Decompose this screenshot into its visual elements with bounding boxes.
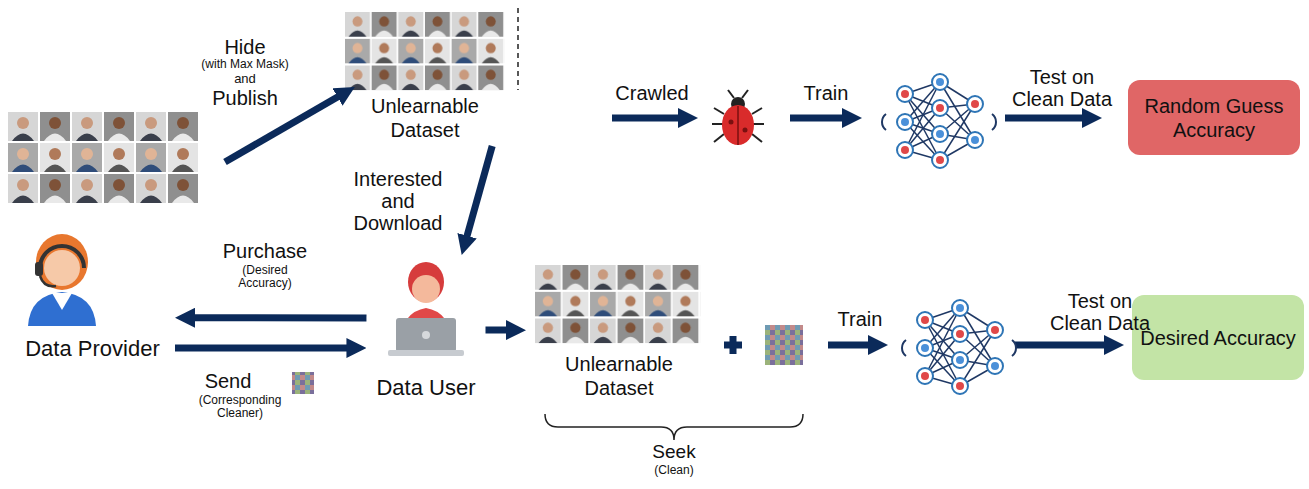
unlearnable-photo-grid [345, 12, 505, 90]
flow-arrow [466, 146, 492, 240]
neural-network-icon [882, 74, 996, 168]
edge-label: Purchase [210, 240, 320, 262]
seek-bracket [545, 414, 803, 440]
annotation-text: (Corresponding Cleaner) [190, 394, 290, 420]
edge-label: Send [183, 370, 273, 392]
source-photo-grid [8, 112, 200, 203]
annotation-text: (with Max Mask) [185, 58, 305, 71]
node-label: Unlearnable Dataset [532, 352, 706, 400]
node-label: Desired Accuracy [1140, 326, 1296, 350]
node-label: Data Provider [25, 336, 160, 362]
node-label: Data User [376, 375, 475, 401]
edge-label: Interested and Download [348, 168, 448, 234]
flow-arrow [191, 314, 366, 321]
annotation-text: (Clean) [629, 464, 719, 477]
divider-line [517, 8, 519, 90]
neural-network-icon [902, 300, 1016, 394]
node-label: Random Guess Accuracy [1134, 94, 1294, 142]
node-label: Unlearnable Dataset [347, 94, 503, 142]
annotation-text: (Desired Accuracy) [230, 264, 300, 290]
annotation-text: Crawled [597, 82, 707, 104]
figure-node: Data User [366, 255, 485, 405]
test-arrow [1015, 342, 1108, 349]
train-arrow [790, 115, 846, 122]
flow-arrow [486, 327, 510, 334]
flow-arrow [175, 345, 350, 352]
annotation-text: and [185, 72, 305, 86]
result-box: Desired Accuracy [1132, 295, 1304, 380]
plus-sign [724, 336, 742, 354]
cleaner-thumbnail [292, 372, 314, 394]
annotation-text: Publish [185, 87, 305, 109]
train-arrow [828, 342, 872, 349]
annotation-text: Train [815, 308, 905, 330]
figure-node: Unlearnable Dataset [526, 262, 712, 404]
crawled-arrow [612, 115, 682, 122]
test-arrow [1005, 115, 1086, 122]
cleaner-image [765, 325, 803, 365]
unlearnable-photo-grid [535, 265, 700, 343]
user-icon [388, 262, 464, 356]
annotation-text: Hide [185, 36, 305, 58]
annotation-text: Test on Clean Data [1044, 290, 1156, 334]
annotation-text: Test on Clean Data [1006, 66, 1118, 110]
annotation-text: Train [781, 82, 871, 104]
result-box: Random Guess Accuracy [1128, 80, 1300, 155]
provider-icon [28, 234, 96, 326]
crawler-bug [712, 90, 764, 145]
annotation-text: Seek [629, 442, 719, 463]
figure-node: Data Provider [10, 232, 175, 366]
figure-node: Unlearnable Dataset [341, 8, 509, 146]
